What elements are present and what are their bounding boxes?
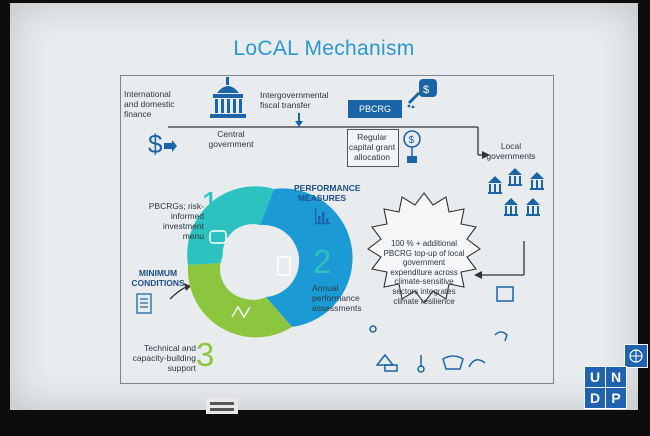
svg-text:$: $: [409, 135, 415, 146]
step3-label: Technical and capacity-building support: [132, 343, 196, 373]
international-finance-label: International and domestic finance: [124, 89, 175, 119]
step1-number: 1: [201, 185, 220, 222]
regular-grant-box: [347, 129, 399, 167]
undp-logo: U N D P: [584, 344, 648, 410]
thermometer-icon: [417, 365, 425, 373]
svg-text:$: $: [148, 129, 163, 159]
step2-label: Annual performance assessments: [312, 283, 362, 313]
money-plant-icon: $: [403, 130, 421, 163]
step3-number: 3: [196, 336, 215, 373]
mountain-icon: [375, 353, 395, 366]
logo-letter: D: [584, 387, 606, 409]
pbcrg-tag: PBCRG: [348, 100, 402, 118]
performance-measures-label: PERFORMANCE MEASURES: [294, 183, 361, 203]
logo-letter: U: [584, 366, 606, 388]
presentation-slide: LoCAL Mechanism International and domest…: [10, 3, 648, 410]
local-government-buildings-icon: [488, 168, 544, 216]
minimum-conditions-label: MINIMUM CONDITIONS: [131, 268, 185, 288]
svg-text:$: $: [423, 84, 429, 96]
central-government-label: Central government: [208, 129, 254, 149]
government-building-icon: [210, 77, 246, 118]
watering-can-icon: $: [407, 79, 437, 109]
dollar-icon: $: [148, 129, 177, 159]
water-basin-icon: [442, 355, 464, 370]
step1-label: PBCRGs; risk-informed investment menu: [148, 201, 204, 241]
bar-chart-icon: [315, 208, 331, 225]
rain-icon: [494, 331, 508, 342]
climate-resilience-badge: [367, 192, 481, 304]
regular-grant-label: Regular capital grant allocation: [348, 132, 396, 162]
logo-letter: P: [605, 387, 627, 409]
cycle-segment-1: [187, 186, 274, 265]
logo-letter: N: [605, 366, 627, 388]
sector-icons: [369, 286, 514, 373]
local-governments-label: Local governments: [486, 141, 536, 161]
fiscal-transfer-label: Intergovernmental fiscal transfer: [260, 90, 329, 110]
calendar-icon: [496, 286, 514, 302]
slide-title: LoCAL Mechanism: [233, 37, 415, 60]
bridge-icon: [384, 364, 398, 372]
diagram-frame: [120, 75, 554, 384]
device-stand: [206, 398, 238, 414]
checklist-icon: [136, 293, 152, 314]
topup-text: 100 % + additional PBCRG top-up of local…: [383, 239, 465, 306]
un-emblem-icon: [624, 344, 648, 368]
cycle-segment-3: [187, 263, 292, 338]
step2-number: 2: [313, 243, 332, 280]
gear-icon: [369, 325, 377, 333]
wave-icon: [468, 359, 486, 368]
